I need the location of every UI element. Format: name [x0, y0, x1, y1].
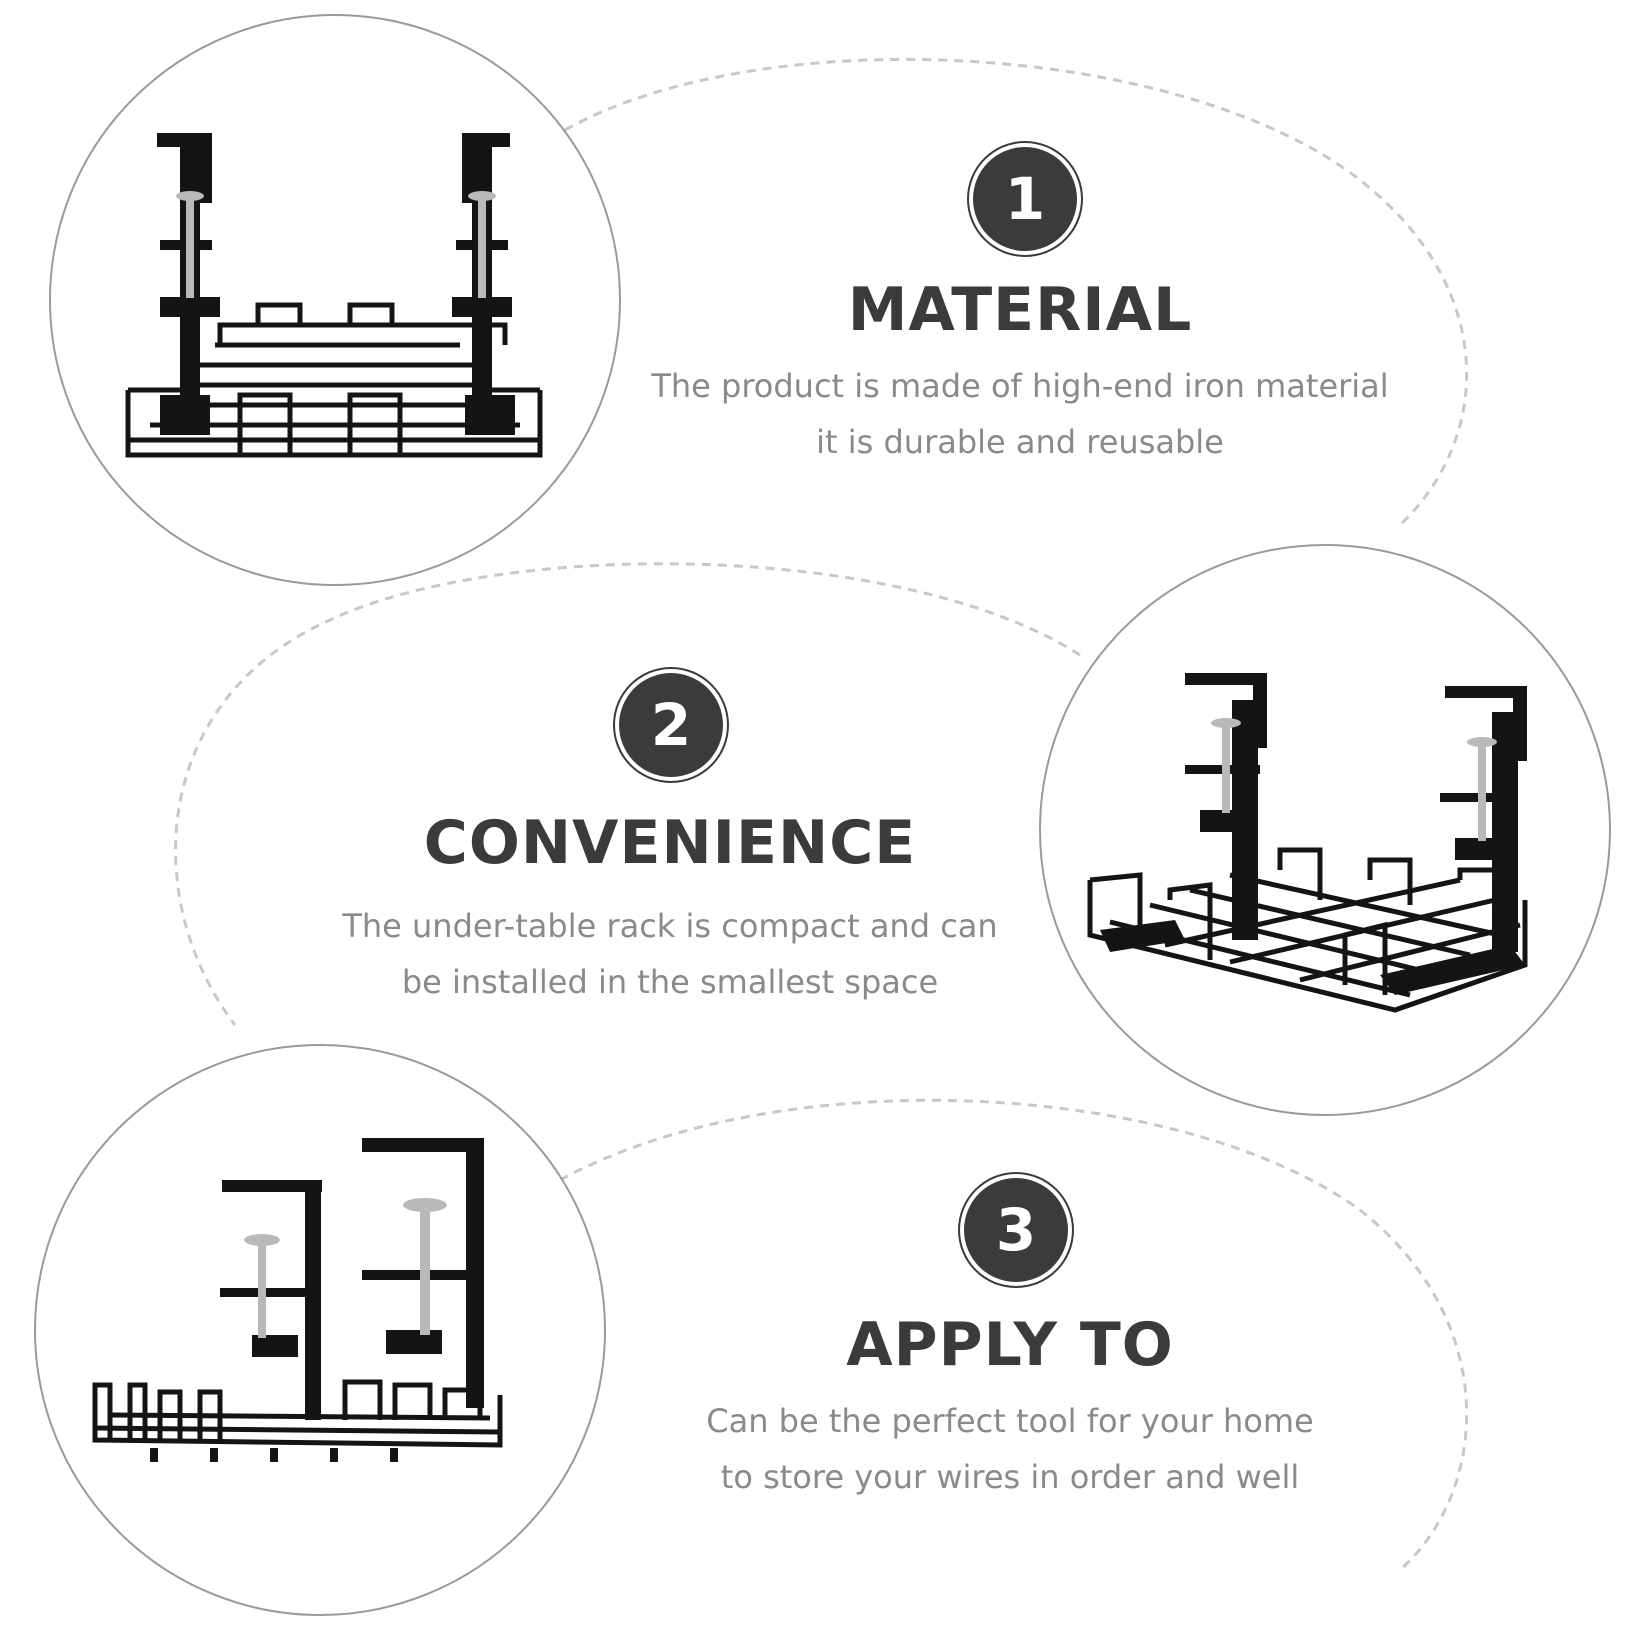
description-line: it is durable and reusable — [816, 423, 1224, 461]
description-line: The under-table rack is compact and can — [342, 907, 998, 945]
description-line: The product is made of high-end iron mat… — [651, 367, 1389, 405]
description-line: Can be the perfect tool for your home — [706, 1402, 1314, 1440]
cable-tray-angled-view-icon — [1087, 673, 1528, 1013]
step-badge-1: 1 — [973, 147, 1077, 251]
description-line: to store your wires in order and well — [720, 1458, 1300, 1496]
cable-tray-front-view-icon — [125, 133, 543, 458]
feature-description-1: The product is made of high-end iron mat… — [600, 358, 1440, 470]
dashed-outline-3 — [559, 1098, 1469, 1572]
product-circle-2 — [1039, 544, 1611, 1116]
step-number-2: 2 — [650, 691, 692, 759]
cable-tray-side-view-icon — [92, 1138, 503, 1462]
feature-description-3: Can be the perfect tool for your home to… — [620, 1393, 1400, 1505]
product-circle-1 — [49, 14, 621, 586]
feature-title-1: MATERIAL — [847, 275, 1193, 345]
dashed-outline-1 — [564, 57, 1469, 527]
step-number-1: 1 — [1004, 165, 1046, 233]
feature-title-2: CONVENIENCE — [423, 808, 917, 878]
dashed-outline-2 — [174, 562, 1081, 1026]
step-badge-2: 2 — [619, 673, 723, 777]
feature-description-2: The under-table rack is compact and can … — [290, 898, 1050, 1010]
feature-title-3: APPLY TO — [846, 1310, 1174, 1380]
step-number-3: 3 — [995, 1196, 1037, 1264]
step-badge-3: 3 — [964, 1178, 1068, 1282]
description-line: be installed in the smallest space — [401, 963, 939, 1001]
